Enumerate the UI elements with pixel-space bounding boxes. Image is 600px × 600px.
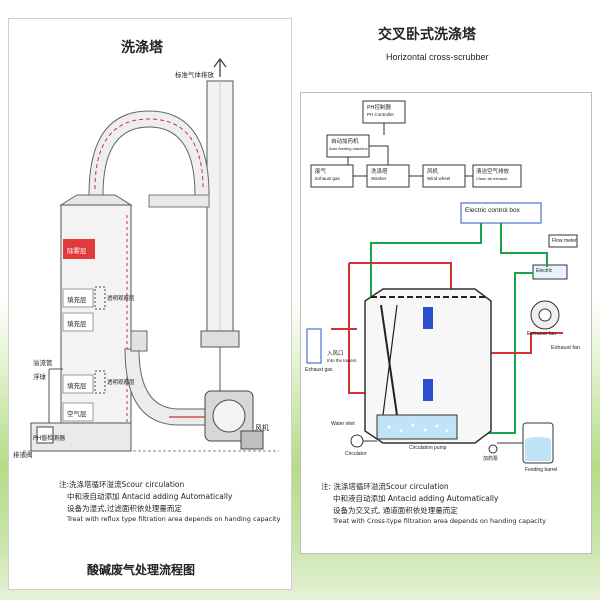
- feeding-barrel-label: Feeding barrel: [525, 467, 558, 473]
- exhaust-fan-label: Exhaust fan: [527, 331, 557, 337]
- scrubber-title: 洗涤塔: [121, 40, 163, 56]
- washer-en: Washer: [371, 176, 387, 181]
- clean-exhaust-label: 清洁空气排放: [476, 169, 510, 175]
- wind-wheel-en: Wind wheel: [427, 176, 451, 181]
- washer-label: 洗涤塔: [371, 169, 388, 175]
- right-panel-horizontal-scrubber: PH控制器 PH Controller 自动加药机 Auto feeding m…: [300, 92, 592, 554]
- circulator-pump-icon: [350, 434, 364, 448]
- exhaust-label: 标准气体排放: [175, 71, 214, 79]
- air-layer-label: 空气层: [67, 410, 87, 418]
- small-control-label: Electric: [536, 268, 553, 274]
- inlet-side-label: Exhaust gas: [305, 367, 333, 373]
- water-bubbles: [387, 423, 449, 433]
- left-panel-vertical-scrubber: 洗涤塔 标准气体排放 除雾层 填充层 填充层 填充层 空气层 透明观察层 透明观…: [8, 18, 292, 590]
- green-pipe-1: [370, 223, 482, 307]
- green-pipe-2: [500, 223, 548, 267]
- inlet-en-label: Into the towers: [327, 358, 357, 363]
- left-note-3: 设备为湿式,过滤面积依处理量而定: [67, 504, 182, 513]
- drain-label: 排液阀: [13, 451, 33, 459]
- ph-sensor: [36, 426, 54, 444]
- ph-label: PH值检测器: [33, 435, 66, 442]
- wind-wheel-label: 风机: [427, 169, 439, 175]
- exhaust-fan-hub: [538, 308, 552, 322]
- overflow-label: 溢流管: [33, 359, 53, 367]
- horizontal-scrubber-diagram: [306, 100, 578, 464]
- observation-window-2: [94, 370, 106, 394]
- inlet-cn-label: 入风口: [327, 351, 344, 357]
- demister-label: 除雾层: [67, 247, 87, 255]
- packing-layer-3: [62, 374, 94, 394]
- auto-feed-label: 自动加药机: [331, 139, 359, 145]
- ph-controller-en: PH Controller: [367, 112, 395, 117]
- spray-block-2: [423, 379, 433, 401]
- left-caption: 酸碱废气处理流程图: [87, 563, 196, 577]
- demister-layer: [63, 239, 95, 259]
- electric-control-label: Electric control box: [465, 207, 520, 214]
- duct-dashed-line: [94, 118, 204, 190]
- right-note-4: Treat with Cross-type filtration area de…: [333, 517, 546, 525]
- auto-feed-en: Auto feeding machine: [329, 146, 368, 151]
- duct-connector: [148, 194, 210, 208]
- circulator-label: Circulator: [345, 451, 367, 457]
- right-note-2: 中和液自动添加 Antacid adding Automatically: [333, 494, 499, 503]
- fan-wheel: [212, 399, 246, 433]
- flow-links: [347, 123, 389, 165]
- feeding-barrel-liquid: [525, 437, 551, 461]
- flow-meter-box: [548, 234, 578, 248]
- exhaust-gas-label: 废气: [315, 169, 327, 175]
- right-note-1: 注: 洗涤塔循环溢流Scour circulation: [321, 482, 449, 491]
- red-pipe-1: [349, 262, 452, 289]
- ph-controller-label: PH控制器: [367, 105, 391, 111]
- left-note-1: 注:洗涤塔循环溢流Scour circulation: [59, 480, 185, 489]
- stack-base: [200, 330, 240, 348]
- water-inlet-label: Water inlet: [331, 421, 355, 427]
- right-title-cn: 交叉卧式洗涤塔: [378, 27, 476, 43]
- dosing-pump-icon: [488, 444, 498, 454]
- packing-panel-2: [382, 304, 398, 416]
- packing-panel-1: [380, 304, 398, 416]
- left-note-4: Treat with reflux type filtration area d…: [67, 515, 281, 523]
- spray-block-1: [423, 307, 433, 329]
- packing-label-3: 填充层: [67, 382, 87, 390]
- observation-label-2: 透明观察层: [107, 380, 135, 386]
- fan-label: 风机: [255, 424, 269, 432]
- exhaust-gas-inlet-box: [306, 328, 322, 364]
- packing-label-2: 填充层: [67, 320, 87, 328]
- air-layer: [62, 402, 94, 422]
- right-title-en: Horizontal cross-scrubber: [386, 52, 489, 62]
- packing-label-1: 填充层: [67, 296, 87, 304]
- float-label: 浮球: [33, 373, 46, 381]
- exhaust-fan-label-2: Exhaust fan: [551, 345, 581, 351]
- red-pipe-3: [489, 332, 563, 354]
- inlet-flange: [130, 330, 148, 352]
- vertical-scrubber-diagram: [23, 57, 279, 452]
- observation-label-1: 透明观察层: [107, 296, 135, 302]
- observation-window-1: [94, 286, 106, 310]
- packing-layer-1: [62, 288, 94, 308]
- dosing-pump-label: 加药泵: [483, 456, 499, 462]
- clean-exhaust-en: Clean air exhaust: [476, 176, 508, 181]
- flow-meter-label: Flow meter: [552, 238, 577, 244]
- tower-top-cap: [59, 194, 133, 206]
- right-note-3: 设备为交叉式, 通道面积依处理量而定: [333, 506, 458, 515]
- red-pipe-2: [348, 263, 365, 394]
- packing-layer-2: [62, 312, 94, 332]
- top-duct: [88, 110, 210, 206]
- inlet-duct: [124, 348, 208, 426]
- exhaust-gas-en: Exhaust gas: [315, 176, 340, 181]
- horizontal-scrubber-body: [364, 288, 492, 444]
- fan-motor: [240, 430, 264, 450]
- circulation-pump-label: Circulation pump: [409, 445, 447, 451]
- exhaust-arrow-icon: [213, 57, 227, 77]
- left-note-2: 中和液自动添加 Antacid adding Automatically: [67, 492, 233, 501]
